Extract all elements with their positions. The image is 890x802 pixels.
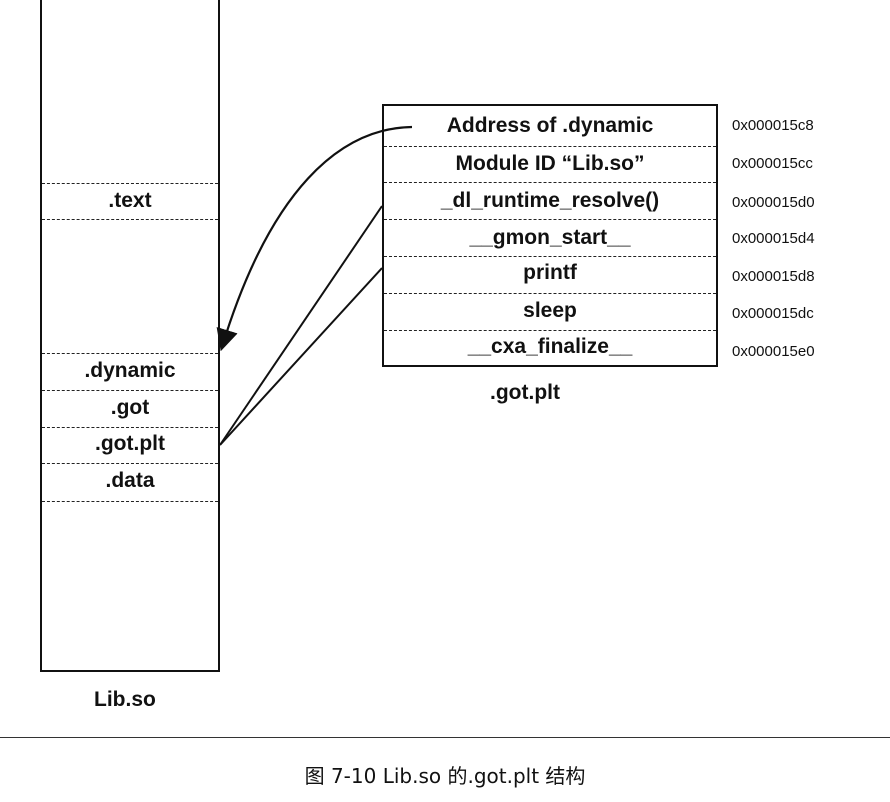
address-label: 0x000015e0 (732, 343, 815, 360)
got-plt-table: Address of .dynamic Module ID “Lib.so” _… (382, 104, 718, 367)
section-divider (42, 427, 218, 428)
dynamic-pointer-arrow (216, 125, 413, 352)
section-divider (42, 463, 218, 464)
got-plt-caption: .got.plt (490, 381, 560, 404)
entry-divider (384, 146, 716, 147)
address-label: 0x000015dc (732, 305, 814, 322)
section-dynamic-label: .dynamic (84, 359, 176, 382)
bottom-rule (0, 737, 890, 738)
got-plt-entry-cxa-finalize: __cxa_finalize__ (467, 335, 633, 358)
section-divider (42, 390, 218, 391)
lib-so-caption: Lib.so (94, 688, 156, 711)
address-label: 0x000015d0 (732, 194, 815, 211)
got-plt-link-line (219, 267, 383, 446)
entry-divider (384, 256, 716, 257)
address-label: 0x000015d4 (732, 230, 815, 247)
entry-divider (384, 293, 716, 294)
address-label: 0x000015c8 (732, 117, 814, 134)
section-text-label: .text (108, 189, 152, 212)
section-divider (42, 219, 218, 220)
entry-divider (384, 219, 716, 220)
got-plt-entry-dl-runtime-resolve: _dl_runtime_resolve() (440, 189, 660, 212)
entry-divider (384, 182, 716, 183)
address-label: 0x000015d8 (732, 268, 815, 285)
got-plt-entry-printf: printf (523, 261, 577, 284)
got-plt-entry-dynamic-address: Address of .dynamic (446, 114, 654, 137)
section-got-label: .got (110, 396, 150, 419)
got-plt-entry-module-id: Module ID “Lib.so” (455, 152, 645, 175)
figure-caption: 图 7-10 Lib.so 的.got.plt 结构 (304, 764, 586, 788)
got-plt-entry-sleep: sleep (523, 299, 577, 322)
section-data-label: .data (105, 469, 155, 492)
got-plt-entry-gmon-start: __gmon_start__ (469, 226, 631, 249)
section-divider (42, 353, 218, 354)
section-divider (42, 501, 218, 502)
section-got-plt-label: .got.plt (95, 432, 165, 455)
section-divider (42, 183, 218, 184)
got-plt-link-line (219, 205, 383, 446)
entry-divider (384, 330, 716, 331)
address-label: 0x000015cc (732, 155, 813, 172)
